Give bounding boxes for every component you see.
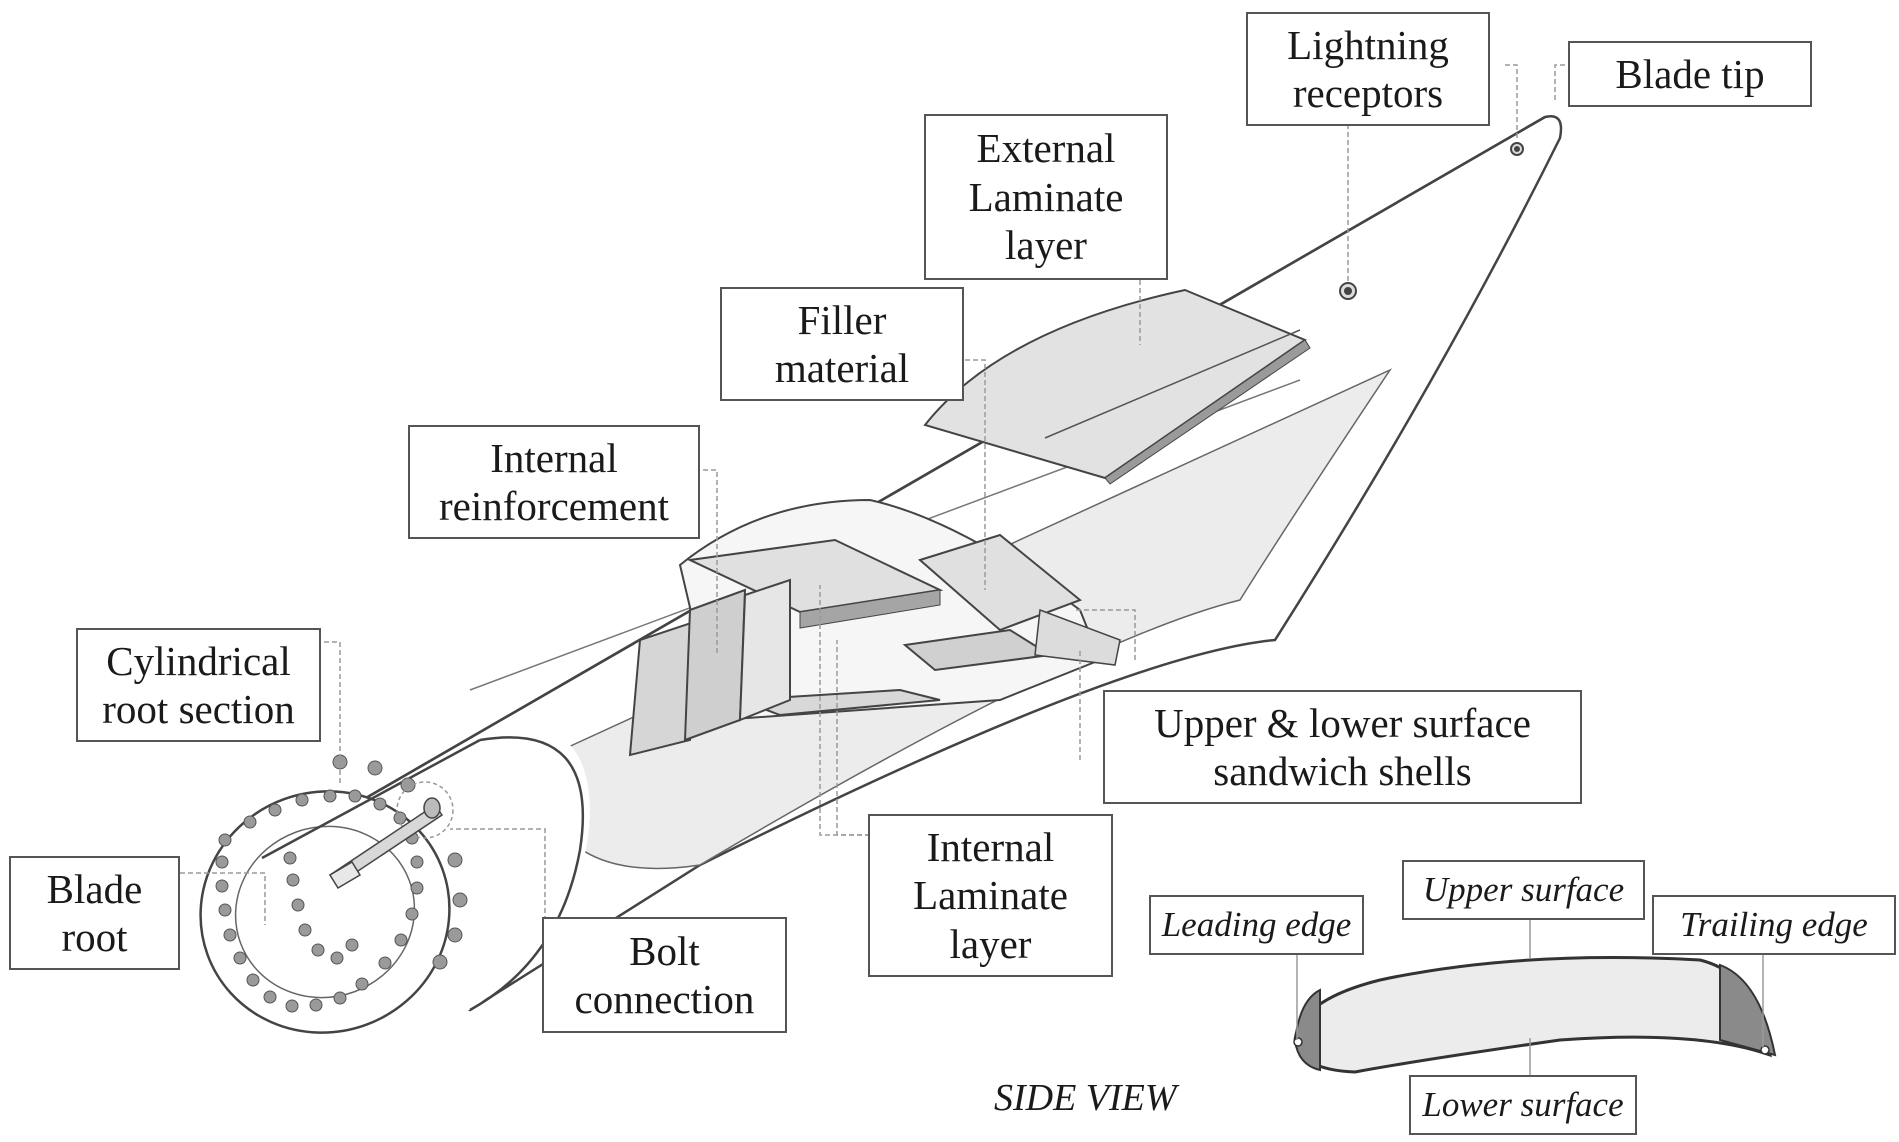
label-lightning-receptors: Lightning receptors [1246, 12, 1490, 126]
label-internal-laminate-layer: Internal Laminate layer [868, 814, 1113, 977]
label-trailing-edge: Trailing edge [1652, 895, 1896, 955]
label-upper-surface: Upper surface [1402, 860, 1645, 920]
lightning-receptors [1339, 142, 1524, 300]
bolt-holes [215, 754, 468, 1013]
external-laminate-panel [923, 288, 1311, 485]
label-internal-reinforcement: Internal reinforcement [408, 425, 700, 539]
label-lower-surface: Lower surface [1409, 1075, 1637, 1135]
cylindrical-root [199, 729, 590, 1034]
side-view-title: SIDE VIEW [994, 1077, 1177, 1119]
label-blade-tip: Blade tip [1568, 41, 1812, 107]
label-bolt-connection: Bolt connection [542, 917, 787, 1033]
bolt [328, 781, 454, 890]
label-external-laminate-layer: External Laminate layer [924, 114, 1168, 280]
internal-reinforcement [628, 498, 1121, 757]
label-sandwich-shells: Upper & lower surface sandwich shells [1103, 690, 1582, 804]
label-cylindrical-root-section: Cylindrical root section [76, 628, 321, 742]
airfoil-side-view [1293, 920, 1777, 1075]
label-filler-material: Filler material [720, 287, 964, 401]
label-leading-edge: Leading edge [1149, 895, 1364, 955]
label-blade-root: Blade root [9, 856, 180, 970]
